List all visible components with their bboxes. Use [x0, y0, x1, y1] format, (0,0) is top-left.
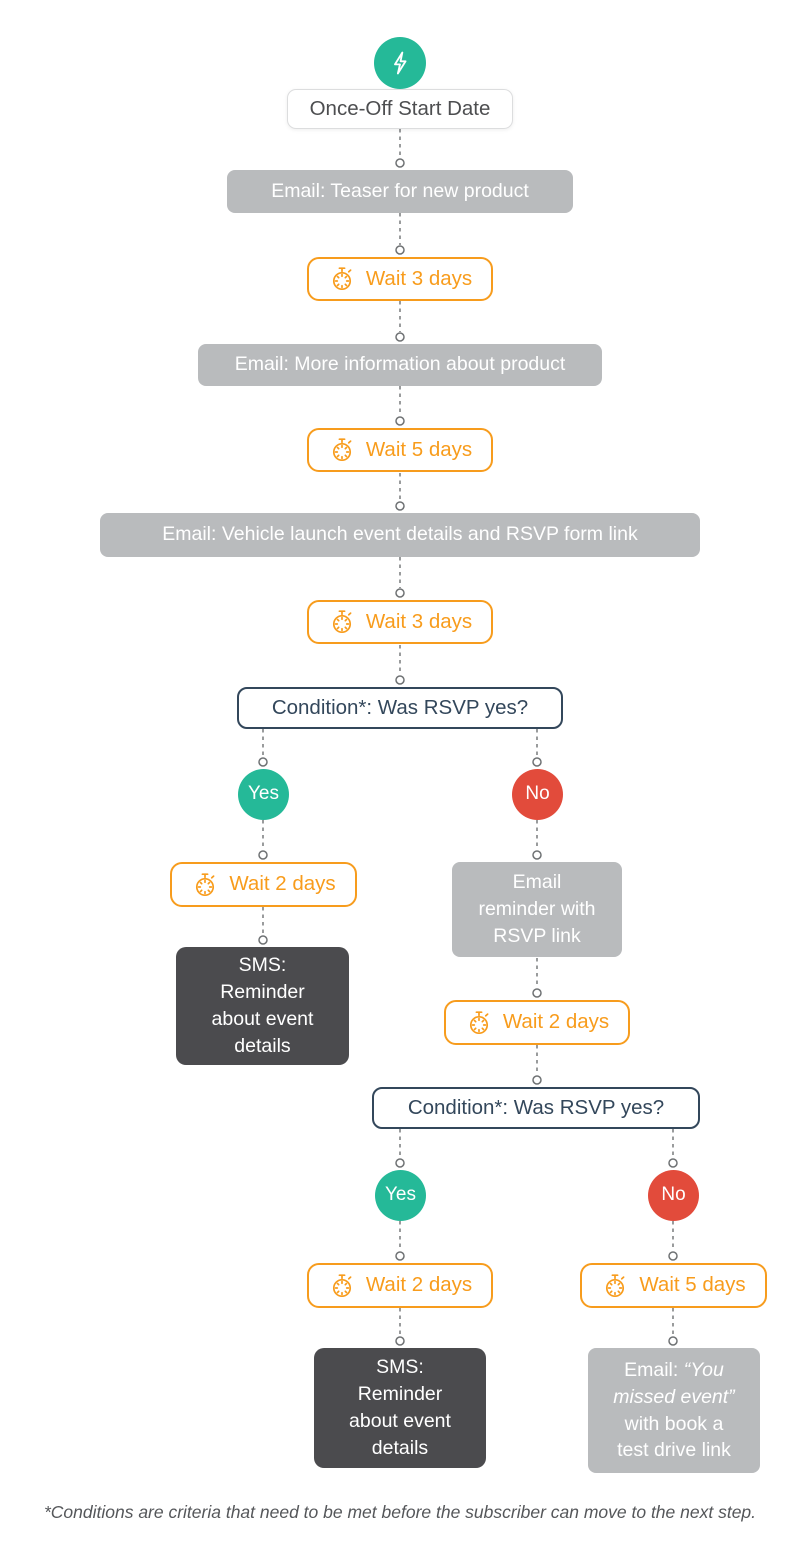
email-teaser-node: Email: Teaser for new product: [227, 170, 573, 213]
branch-no-1: No: [512, 769, 563, 820]
email-missed-node: Email: “You missed event” with book a te…: [588, 1348, 760, 1473]
wait-label: Wait 3 days: [365, 266, 473, 290]
stopwatch-icon: [606, 1273, 625, 1297]
email-missed-quoted-2: missed event”: [613, 1385, 735, 1408]
wait-3-days-node-2: Wait 3 days: [307, 600, 493, 644]
stopwatch-icon: [196, 872, 215, 896]
branch-yes-1: Yes: [238, 769, 289, 820]
wait-label: Wait 2 days: [229, 872, 336, 896]
wait-5-days-node-1: Wait 5 days: [307, 428, 493, 472]
wait-label: Wait 3 days: [365, 609, 473, 633]
wait-label: Wait 5 days: [639, 1273, 746, 1297]
yes-label: Yes: [385, 1184, 416, 1206]
email-missed-line-3: with book a: [624, 1412, 724, 1435]
wait-2-days-node-1: Wait 2 days: [170, 862, 357, 907]
sms-reminder-node-2: SMS: Reminder about event details: [314, 1348, 486, 1468]
no-label: No: [525, 783, 550, 805]
email-teaser-label: Email: Teaser for new product: [271, 179, 529, 202]
start-label: Once-Off Start Date: [309, 96, 491, 120]
email-missed-quoted-1: “You: [683, 1358, 724, 1381]
yes-label: Yes: [248, 783, 279, 805]
wait-label: Wait 5 days: [365, 437, 473, 461]
stopwatch-icon: [332, 610, 352, 634]
wait-2-days-node-3: Wait 2 days: [307, 1263, 493, 1308]
email-missed-prefix: Email:: [624, 1358, 684, 1381]
stopwatch-icon: [332, 1273, 352, 1297]
email-launch-label: Email: Vehicle launch event details and …: [162, 523, 638, 546]
sms-reminder-node-1: SMS: Reminder about event details: [176, 947, 349, 1065]
email-more-info-label: Email: More information about product: [234, 353, 566, 376]
start-trigger-circle: [374, 37, 426, 89]
email-missed-line-4: test drive link: [617, 1439, 731, 1462]
stopwatch-icon: [469, 1010, 489, 1034]
wait-label: Wait 2 days: [502, 1010, 610, 1034]
email-reminder-label: Email reminder with RSVP link: [478, 871, 596, 947]
condition-label: Condition*: Was RSVP yes?: [271, 695, 529, 719]
no-label: No: [661, 1184, 686, 1206]
footnote: *Conditions are criteria that need to be…: [43, 1502, 757, 1522]
branch-no-2: No: [648, 1170, 699, 1221]
email-launch-node: Email: Vehicle launch event details and …: [100, 513, 700, 557]
wait-label: Wait 2 days: [365, 1273, 473, 1297]
start-node: Once-Off Start Date: [287, 89, 513, 129]
lightning-icon: [394, 51, 407, 75]
wait-3-days-node-1: Wait 3 days: [307, 257, 493, 301]
email-missed-label: Email: “You missed event” with book a te…: [613, 1357, 734, 1465]
condition-node-2: Condition*: Was RSVP yes?: [372, 1087, 700, 1129]
stopwatch-icon: [332, 438, 352, 462]
wait-5-days-node-2: Wait 5 days: [580, 1263, 767, 1308]
sms-reminder-label: SMS: Reminder about event details: [211, 954, 314, 1057]
sms-reminder-label: SMS: Reminder about event details: [349, 1356, 451, 1459]
condition-label: Condition*: Was RSVP yes?: [407, 1095, 665, 1119]
condition-node-1: Condition*: Was RSVP yes?: [237, 687, 563, 729]
email-more-info-node: Email: More information about product: [198, 344, 602, 386]
branch-yes-2: Yes: [375, 1170, 426, 1221]
stopwatch-icon: [332, 267, 352, 291]
wait-2-days-node-2: Wait 2 days: [444, 1000, 630, 1045]
email-reminder-node: Email reminder with RSVP link: [452, 862, 622, 957]
